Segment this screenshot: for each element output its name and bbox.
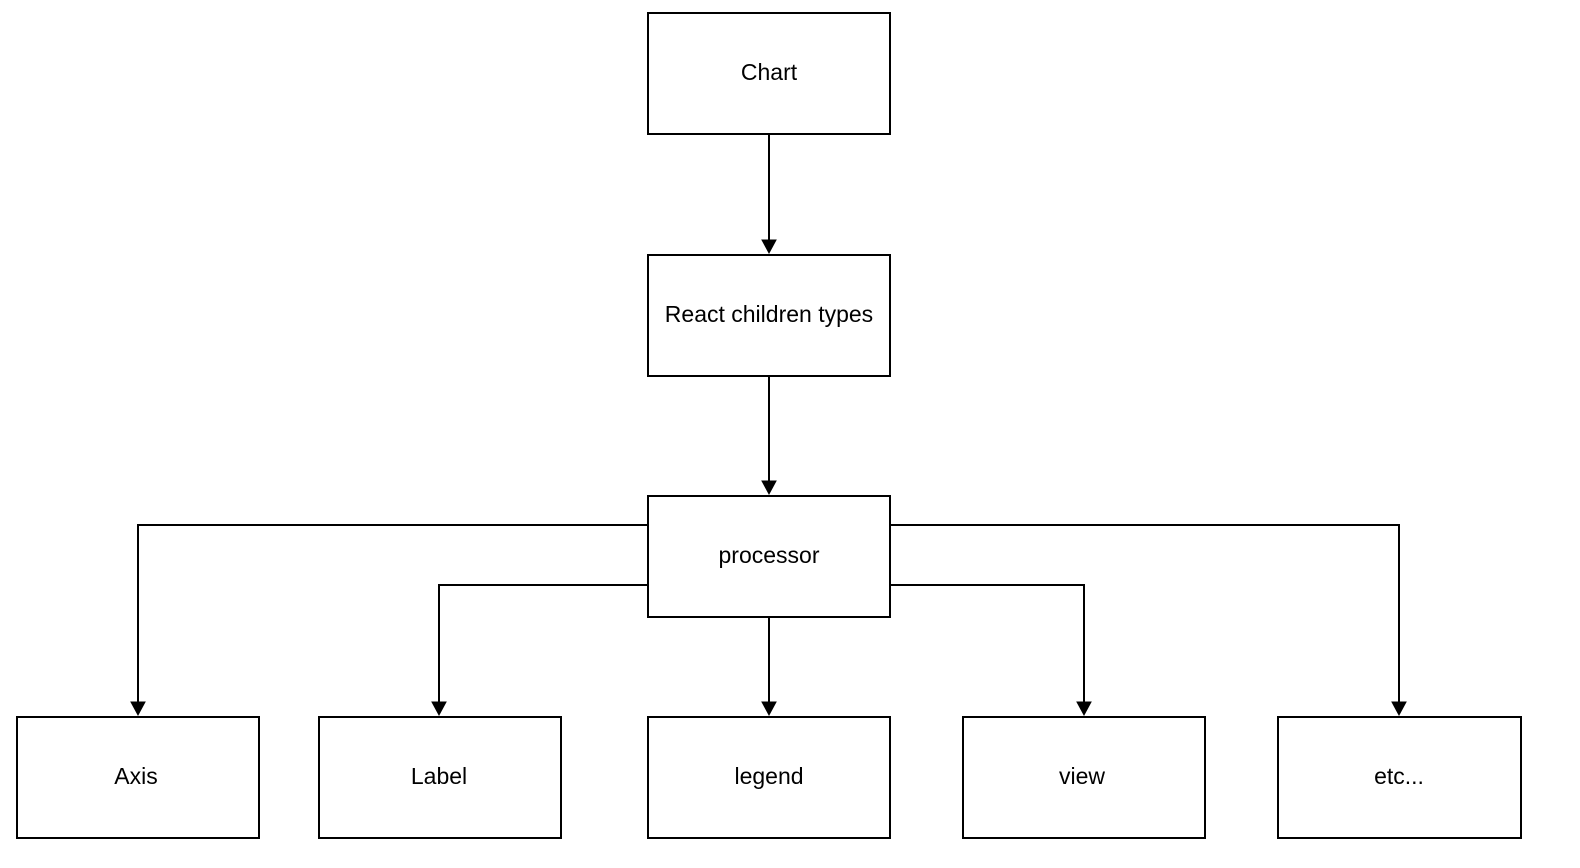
edge-processor-to-label xyxy=(438,584,648,702)
node-chart-label: Chart xyxy=(741,59,798,85)
node-label-label: Label xyxy=(411,763,467,789)
node-chart-box xyxy=(647,12,891,135)
node-react-children-types[interactable]: React children types xyxy=(647,254,891,377)
arrowhead-view xyxy=(1076,701,1092,717)
node-label-box xyxy=(318,716,562,839)
node-etc-label: etc... xyxy=(1374,763,1424,789)
node-axis-box xyxy=(16,716,260,839)
arrowhead-legend xyxy=(761,701,777,717)
node-chart[interactable]: Chart xyxy=(647,12,891,135)
arrowhead-label xyxy=(431,701,447,717)
node-processor-box xyxy=(647,495,891,618)
edge-processor-to-view xyxy=(890,584,1085,702)
node-view-label: view xyxy=(1059,763,1105,789)
node-legend[interactable]: legend xyxy=(647,716,891,839)
node-view-box xyxy=(962,716,1206,839)
node-label[interactable]: Label xyxy=(318,716,562,839)
node-etc-box xyxy=(1277,716,1522,839)
arrowhead-etc xyxy=(1391,701,1407,717)
node-processor[interactable]: processor xyxy=(647,495,891,618)
arrowhead-axis xyxy=(130,701,146,717)
arrowhead-processor xyxy=(761,480,777,496)
node-processor-label: processor xyxy=(719,542,820,568)
node-axis-label: Axis xyxy=(114,763,157,789)
node-legend-box xyxy=(647,716,891,839)
edge-processor-to-axis xyxy=(137,524,648,702)
node-axis[interactable]: Axis xyxy=(16,716,260,839)
node-legend-label: legend xyxy=(734,763,803,789)
node-react-children-types-label: React children types xyxy=(665,301,873,327)
node-etc[interactable]: etc... xyxy=(1277,716,1522,839)
node-react-children-types-box xyxy=(647,254,891,377)
connectors xyxy=(130,134,1407,717)
arrowhead-react-children-types xyxy=(761,239,777,255)
edge-processor-to-etc xyxy=(890,524,1400,702)
node-view[interactable]: view xyxy=(962,716,1206,839)
